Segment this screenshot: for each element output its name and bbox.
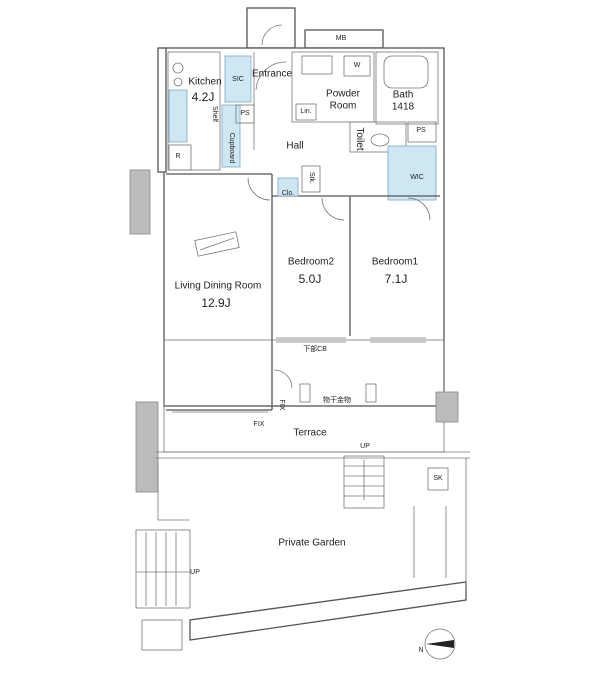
entrance-door-swing <box>261 24 283 46</box>
drying-rack-left <box>299 383 311 403</box>
powder-room-outline <box>291 51 375 123</box>
kitchen-label: Kitchen <box>188 76 222 88</box>
washer-space <box>343 55 371 77</box>
compass-arrow <box>426 640 454 648</box>
living-door-swing <box>247 177 271 201</box>
ps-shaft-toilet <box>407 121 437 143</box>
wic-label: WIC <box>410 173 424 181</box>
stk-label: Stk. <box>308 171 316 185</box>
powder-room-label: Powder Room <box>326 88 360 112</box>
fix-vertical-label: FIX <box>278 399 286 411</box>
toilet-room-outline <box>349 121 407 153</box>
bedroom2-door-swing <box>321 197 345 221</box>
terrace-stairs <box>343 455 385 509</box>
clo-label: Clo. <box>281 189 295 197</box>
bath-size: 1418 <box>391 101 415 113</box>
hall-door-swing <box>255 61 287 91</box>
garden-up-label: UP <box>190 568 200 576</box>
clo-closet <box>277 177 299 197</box>
lin-label: Lin. <box>300 107 312 115</box>
lower-beam-label: 下部CB <box>303 345 327 353</box>
compass-north-label: N <box>418 646 424 654</box>
ps-label-toilet: PS <box>416 126 426 134</box>
stk-closet <box>301 165 321 193</box>
bedroom1-label: Bedroom1 <box>371 256 419 268</box>
fridge-space <box>168 144 192 171</box>
bedroom1-door-swing <box>407 197 431 221</box>
kitchen-outline <box>167 51 221 171</box>
sic-label: SIC <box>232 75 244 83</box>
washbasin <box>301 55 333 75</box>
garden-corner-block <box>141 619 183 651</box>
compass-circle <box>424 628 456 660</box>
terrace-door-swing <box>273 369 293 389</box>
left-column <box>129 169 151 235</box>
toilet-fixture <box>370 133 390 147</box>
fix-label: FIX <box>253 420 265 428</box>
kitchen-size: 4.2J <box>191 90 215 105</box>
garden-label: Private Garden <box>278 537 346 549</box>
bath-outline <box>375 51 439 125</box>
cupboard-unit <box>221 104 241 168</box>
entrance-label: Entrance <box>251 68 293 80</box>
kitchen-outer-wall <box>157 47 167 173</box>
drying-rack-right <box>365 383 377 403</box>
fridge-label: R <box>175 152 181 160</box>
living-label: Living Dining Room <box>174 280 262 292</box>
stove-burner <box>172 62 184 74</box>
kitchen-sink-counter <box>168 89 188 143</box>
ac-unit <box>194 231 240 257</box>
hall-label: Hall <box>286 140 304 152</box>
sk-label: SK <box>433 474 443 482</box>
shelf-label: Shelf <box>211 106 219 122</box>
living-size: 12.9J <box>201 296 231 311</box>
cupboard-label: Cupboard <box>228 132 236 164</box>
drying-rack-label: 物干金物 <box>323 396 351 404</box>
ac-unit-diagonal <box>199 237 235 251</box>
building-outline <box>163 47 445 407</box>
terrace-left-column <box>135 401 159 493</box>
mb-label: MB <box>335 34 347 42</box>
sk-sink <box>427 467 449 491</box>
bedroom2-size: 5.0J <box>298 272 322 287</box>
linen-closet <box>295 103 317 121</box>
stove-burner <box>173 77 183 87</box>
garden-bottom-wall <box>189 581 467 641</box>
bedroom1-size: 7.1J <box>384 272 408 287</box>
terrace-label: Terrace <box>293 427 327 439</box>
sic-closet <box>224 55 252 103</box>
terrace-up-label: UP <box>360 442 370 450</box>
wic-closet <box>387 145 437 201</box>
bedroom2-label: Bedroom2 <box>287 256 335 268</box>
ps-label-kitchen: PS <box>240 109 250 117</box>
garden-left-wall <box>157 462 190 521</box>
toilet-label: Toilet <box>353 127 365 151</box>
bathtub <box>383 55 429 89</box>
garden-gate <box>413 506 447 578</box>
washer-label: W <box>353 61 361 69</box>
garden-stairs <box>135 529 191 609</box>
bath-label: Bath <box>392 89 414 101</box>
terrace-right-column <box>435 391 459 423</box>
